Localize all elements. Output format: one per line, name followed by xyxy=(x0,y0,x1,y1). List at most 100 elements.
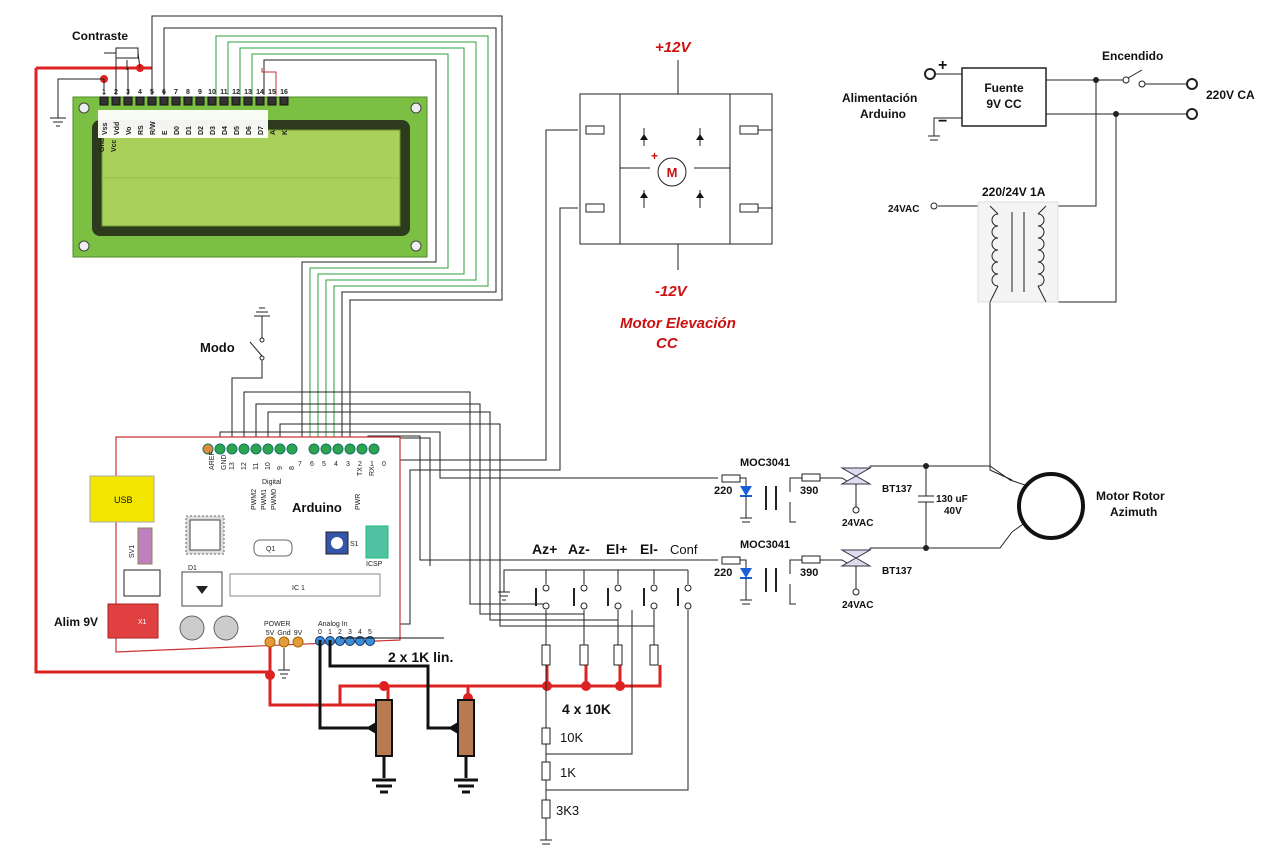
digital-label: Digital xyxy=(262,479,282,486)
plus-12v-label: +12V xyxy=(655,39,692,56)
elevation-motor-title-1: Motor Elevación xyxy=(620,315,736,332)
power-supply-wiring xyxy=(928,73,1190,481)
capacitor-label-2: 40V xyxy=(944,506,962,517)
power-pin-label: 5V xyxy=(266,630,275,637)
arduino-board xyxy=(89,436,401,653)
mains-terminal-2 xyxy=(1186,108,1198,120)
lcd-pin-number: 14 xyxy=(256,89,264,96)
contrast-label: Contraste xyxy=(72,29,128,43)
ac-label: 24VAC xyxy=(842,600,874,611)
lcd-pin-number: 15 xyxy=(268,89,276,96)
led-resistor-label: 220 xyxy=(714,485,732,497)
opto-out-wire xyxy=(789,477,802,492)
jumper-label: SV1 xyxy=(129,545,136,558)
gate-resistor-label: 390 xyxy=(800,485,818,497)
lcd-pin-name: Vo xyxy=(126,127,133,135)
button-pullup-resistors xyxy=(541,644,659,819)
mains-label: 220V CA xyxy=(1206,88,1255,102)
lcd-pin-name: D4 xyxy=(222,126,229,135)
ladder-resistor-1: 10K xyxy=(560,730,583,745)
crystal-label: Q1 xyxy=(266,546,275,553)
lcd-pin-number: 1 xyxy=(102,89,106,96)
arduino-supply-plus-terminal xyxy=(924,68,936,80)
lcd-pin xyxy=(183,96,193,106)
lcd-pin-name: Vss xyxy=(102,122,109,135)
button-contact xyxy=(684,584,692,592)
opto-led xyxy=(740,486,752,496)
button-contact xyxy=(542,584,550,592)
switch-label: Encendido xyxy=(1102,49,1163,63)
button-contact xyxy=(650,602,658,610)
button-label: Az- xyxy=(568,541,590,557)
lcd-module xyxy=(72,96,428,258)
lcd-pin xyxy=(171,96,181,106)
mains-terminal-1 xyxy=(1186,78,1198,90)
digital-pin-label: 9 xyxy=(277,466,284,470)
lcd-pin-name: E xyxy=(162,130,169,135)
alim-9v-label: Alim 9V xyxy=(54,615,98,629)
digital-pin-label: 0 xyxy=(382,461,386,468)
lcd-pin xyxy=(147,96,157,106)
ic1-label: IC 1 xyxy=(292,585,305,592)
lcd-pin-number: 16 xyxy=(280,89,288,96)
lcd-gnd-label: Gnd xyxy=(99,138,106,152)
lcd-pin xyxy=(279,96,289,106)
analog-pin-label: 3 xyxy=(348,629,352,636)
lcd-pin-number: 8 xyxy=(186,89,190,96)
button-contact xyxy=(580,602,588,610)
analog-pin-label: 2 xyxy=(338,629,342,636)
lcd-pin xyxy=(195,96,205,106)
button-contact xyxy=(542,602,550,610)
triac-body xyxy=(840,467,872,477)
lcd-pin xyxy=(231,96,241,106)
opto-label: MOC3041 xyxy=(740,457,790,469)
elevation-motor-title-2: CC xyxy=(656,335,679,352)
digital-pin xyxy=(250,443,262,455)
usb-label: USB xyxy=(114,495,133,505)
led-resistor xyxy=(721,556,741,565)
lcd-pin xyxy=(135,96,145,106)
digital-pin-label: 10 xyxy=(265,462,272,470)
diode-label: D1 xyxy=(188,565,197,572)
rotor-motor-label-2: Azimuth xyxy=(1110,505,1157,519)
rotor-motor-circuit xyxy=(870,465,1029,549)
button-contact xyxy=(684,602,692,610)
button-array-wiring xyxy=(498,569,689,845)
lcd-pin-name: D0 xyxy=(174,126,181,135)
opto-out-wire xyxy=(789,502,796,523)
opto-out-wire xyxy=(789,559,802,574)
lcd-pin xyxy=(207,96,217,106)
lcd-pin-name: D2 xyxy=(198,126,205,135)
lcd-pin-number: 11 xyxy=(220,89,228,96)
transformer-label: 220/24V 1A xyxy=(982,185,1046,199)
arduino-gnd-symbol xyxy=(278,648,290,679)
digital-pin-label: 4 xyxy=(334,461,338,468)
rx-label: RX xyxy=(369,466,376,476)
lcd-pin xyxy=(111,96,121,106)
button-label: Az+ xyxy=(532,541,557,557)
lcd-pin-number: 5 xyxy=(150,89,154,96)
lcd-pin-name: RS xyxy=(138,125,145,135)
pwm-label: PWM1 xyxy=(261,489,268,510)
ac-terminal xyxy=(852,506,860,514)
lcd-pin xyxy=(123,96,133,106)
button-contact xyxy=(650,584,658,592)
power-source-line2: 9V CC xyxy=(986,97,1022,111)
lcd-pin-number: 3 xyxy=(126,89,130,96)
power-source-line1: Fuente xyxy=(984,81,1024,95)
pwr-led-label: PWR xyxy=(355,494,362,510)
analog-pin xyxy=(345,636,355,646)
digital-pin xyxy=(308,443,320,455)
lcd-pin-name: A xyxy=(270,130,277,135)
minus-12v-label: -12V xyxy=(655,283,689,300)
lcd-pin xyxy=(219,96,229,106)
power-pin xyxy=(292,636,304,648)
ladder-resistor-2: 1K xyxy=(560,765,576,780)
lcd-pin-name: D7 xyxy=(258,126,265,135)
digital-pin-label: 6 xyxy=(310,461,314,468)
